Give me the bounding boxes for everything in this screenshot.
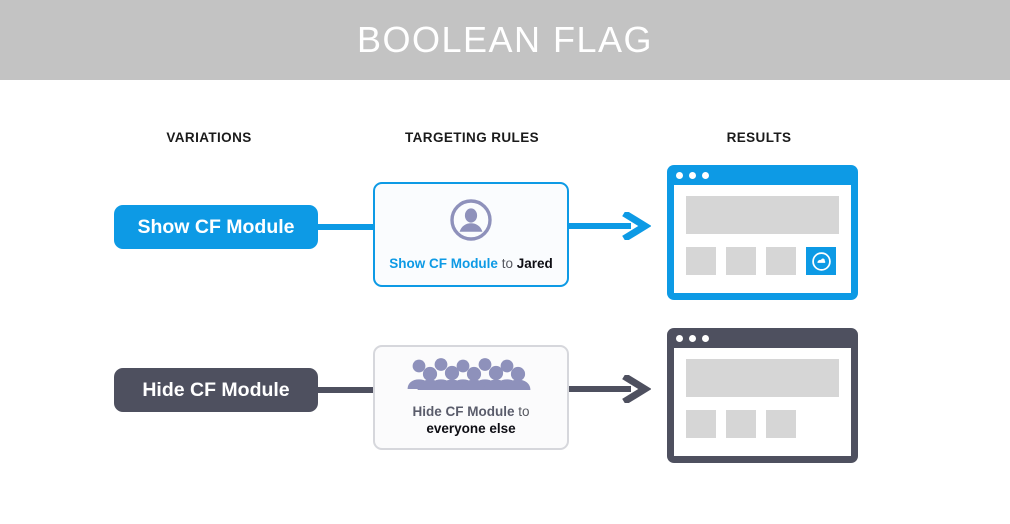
connector-line [316, 224, 376, 230]
rule-connector-word: to [501, 255, 513, 271]
result-window-show [667, 165, 858, 300]
browser-titlebar [667, 165, 858, 185]
window-dot-icon [676, 334, 683, 342]
content-tile [686, 247, 716, 275]
rule-target-audience: Jared [516, 255, 553, 271]
window-dot-icon [689, 171, 696, 179]
window-dot-icon [702, 171, 709, 179]
single-person-icon [449, 198, 493, 247]
browser-content [674, 185, 851, 293]
crowd-people-icon [402, 358, 540, 395]
browser-content [674, 348, 851, 456]
flow-arrow-show [569, 210, 652, 242]
content-placeholder-bar [686, 359, 839, 397]
window-dot-icon [676, 171, 683, 179]
rule-description: Hide CF Module to everyone else [412, 403, 529, 437]
content-tile [766, 247, 796, 275]
rule-connector-word: to [518, 404, 530, 419]
flow-arrow-hide [569, 373, 652, 405]
content-tile-row [686, 410, 839, 438]
targeting-rule-card-show[interactable]: Show CF Module to Jared [373, 182, 569, 287]
window-dot-icon [702, 334, 709, 342]
page-header: BOOLEAN FLAG [0, 0, 1010, 80]
rule-description: Show CF Module to Jared [389, 255, 553, 272]
content-tile [686, 410, 716, 438]
page-title: BOOLEAN FLAG [356, 19, 654, 60]
flag-rule-row: Hide CF Module Hide CF Module [0, 323, 1010, 473]
content-tile [766, 410, 796, 438]
column-header-variations: VARIATIONS [166, 130, 252, 145]
content-tile [726, 410, 756, 438]
result-window-hide [667, 328, 858, 463]
rule-target-audience: everyone else [426, 421, 516, 436]
column-header-results: RESULTS [726, 130, 792, 145]
content-tile-row [686, 247, 839, 275]
cloudflare-badge-icon [806, 247, 836, 275]
column-header-targeting-rules: TARGETING RULES [405, 130, 539, 145]
window-dot-icon [689, 334, 696, 342]
content-placeholder-bar [686, 196, 839, 234]
rule-variation-name: Show CF Module [389, 255, 498, 271]
flag-rule-row: Show CF Module Show CF Module to Jared [0, 160, 1010, 310]
targeting-rule-card-hide[interactable]: Hide CF Module to everyone else [373, 345, 569, 450]
variation-pill-show[interactable]: Show CF Module [114, 205, 318, 249]
connector-line [316, 387, 376, 393]
variation-pill-hide[interactable]: Hide CF Module [114, 368, 318, 412]
rule-variation-name: Hide CF Module [412, 404, 515, 419]
browser-titlebar [667, 328, 858, 348]
content-tile [726, 247, 756, 275]
